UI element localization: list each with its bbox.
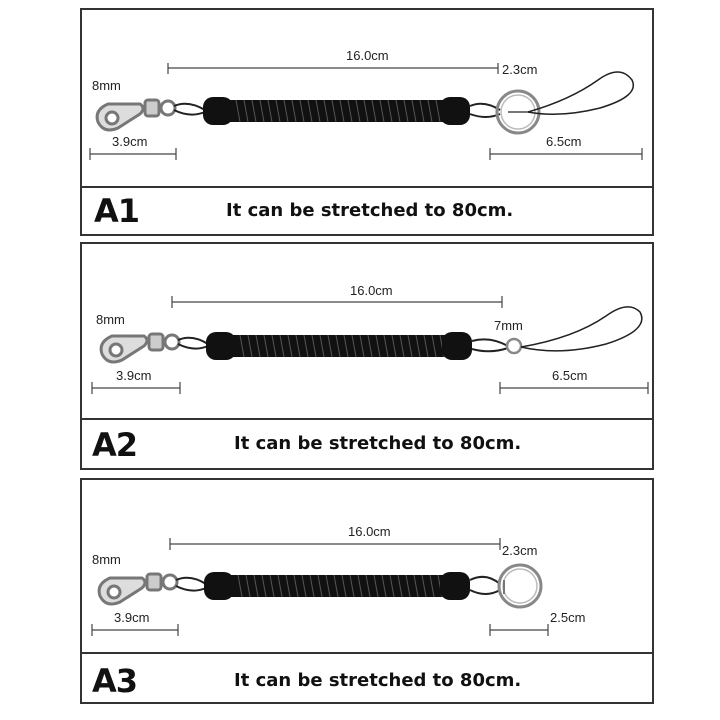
lobster-clip-icon bbox=[99, 332, 181, 364]
clip-ring-dim: 8mm bbox=[92, 552, 121, 567]
stretch-note: It can be stretched to 80cm. bbox=[234, 433, 522, 454]
variant-label: A3 bbox=[92, 662, 138, 700]
spring-length-dim: 16.0cm bbox=[346, 48, 389, 63]
clip-length-dim: 3.9cm bbox=[116, 368, 152, 383]
coil-spring-icon bbox=[206, 332, 472, 360]
stretch-note: It can be stretched to 80cm. bbox=[226, 200, 514, 221]
variant-label: A1 bbox=[94, 192, 140, 230]
lobster-clip-icon bbox=[97, 572, 179, 606]
coil-spring-icon bbox=[204, 572, 470, 600]
variant-label: A2 bbox=[92, 426, 138, 464]
end-length-dim: 6.5cm bbox=[546, 134, 582, 149]
clip-length-dim: 3.9cm bbox=[112, 134, 148, 149]
end-ring-dim: 7mm bbox=[494, 318, 523, 333]
clip-ring-dim: 8mm bbox=[96, 312, 125, 327]
lobster-clip-icon bbox=[95, 98, 177, 132]
split-ring-icon bbox=[497, 563, 543, 609]
panel-footer bbox=[82, 652, 652, 702]
strap-loop-icon bbox=[520, 306, 643, 352]
end-ring-dim: 2.3cm bbox=[502, 62, 538, 77]
panel-footer bbox=[82, 186, 652, 234]
end-ring-dim: 2.3cm bbox=[502, 543, 538, 558]
spring-length-dim: 16.0cm bbox=[348, 524, 391, 539]
clip-length-dim: 3.9cm bbox=[114, 610, 150, 625]
small-ring-icon bbox=[505, 337, 523, 355]
end-length-dim: 2.5cm bbox=[550, 610, 586, 625]
clip-ring-dim: 8mm bbox=[92, 78, 121, 93]
spring-length-dim: 16.0cm bbox=[350, 283, 393, 298]
split-ring-icon bbox=[495, 89, 541, 135]
strap-loop-icon bbox=[527, 71, 634, 115]
end-length-dim: 6.5cm bbox=[552, 368, 588, 383]
panel-footer bbox=[82, 418, 652, 468]
stretch-note: It can be stretched to 80cm. bbox=[234, 670, 522, 691]
coil-spring-icon bbox=[203, 97, 470, 125]
